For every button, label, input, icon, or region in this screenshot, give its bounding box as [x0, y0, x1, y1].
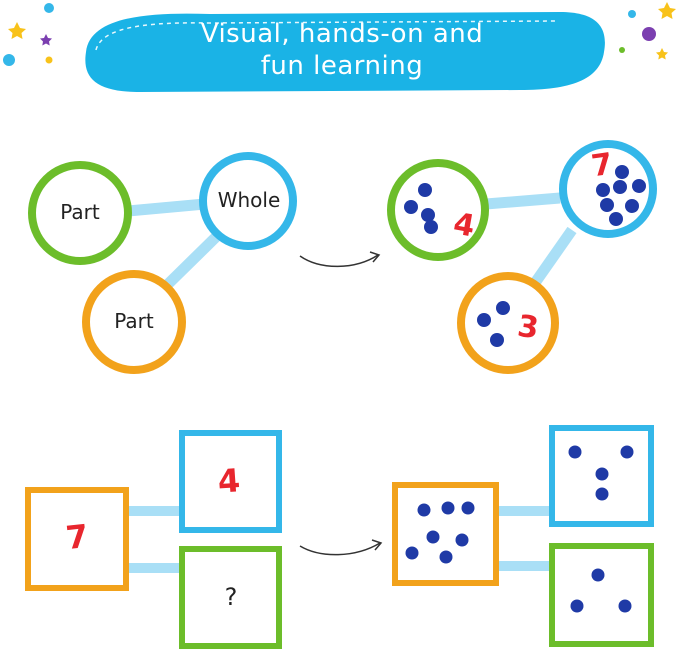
counter-icon — [591, 568, 605, 582]
whole-label: Whole — [217, 188, 281, 212]
counter-icon — [596, 183, 610, 197]
counter-icon — [421, 208, 435, 222]
counter-icon — [424, 220, 438, 234]
counter-icon — [417, 503, 431, 517]
counter-icon — [625, 199, 639, 213]
arrow-icon — [299, 542, 381, 556]
counter-icon — [609, 212, 623, 226]
star-icon — [40, 34, 52, 46]
counter-icon — [477, 313, 491, 327]
dot-icon — [628, 10, 636, 18]
banner-line-1: Visual, hands-on and — [200, 19, 484, 49]
part-label: Part — [114, 309, 154, 333]
arrow-icon — [371, 539, 383, 551]
dot-icon — [44, 3, 54, 13]
top-right-part-whole-model — [387, 140, 657, 374]
whole-number: 7 — [589, 146, 615, 185]
counter-icon — [620, 445, 634, 459]
unknown-part-mark: ? — [224, 583, 238, 611]
banner-title: Visual, hands-on and fun learning — [78, 18, 606, 82]
whole-number: 7 — [63, 516, 91, 558]
counter-icon — [439, 550, 453, 564]
part-circle — [387, 159, 489, 261]
dot-icon — [45, 56, 53, 64]
counter-icon — [405, 546, 419, 560]
whole-box — [392, 482, 499, 586]
star-icon — [8, 22, 26, 39]
counter-icon — [615, 165, 629, 179]
part-circle — [457, 272, 559, 374]
counter-icon — [404, 200, 418, 214]
counter-icon — [455, 533, 469, 547]
dot-icon — [3, 54, 15, 66]
bottom-left-part-whole-model — [25, 430, 282, 649]
counter-icon — [418, 183, 432, 197]
part-number: 3 — [515, 308, 541, 347]
arrow-icon — [299, 254, 379, 268]
counter-icon — [490, 333, 504, 347]
banner-line-2: fun learning — [260, 51, 424, 81]
arrow-icon — [369, 251, 381, 263]
dot-icon — [619, 47, 625, 53]
counter-icon — [568, 445, 582, 459]
counter-icon — [613, 180, 627, 194]
counter-icon — [441, 501, 455, 515]
confetti-decoration — [3, 2, 676, 66]
star-icon — [656, 48, 668, 60]
banner-shape — [85, 12, 605, 92]
dot-icon — [642, 27, 656, 41]
counter-icon — [595, 467, 609, 481]
bottom-right-part-whole-model — [392, 425, 654, 647]
whole-circle — [199, 152, 297, 250]
counter-icon — [600, 198, 614, 212]
counter-icon — [632, 179, 646, 193]
whole-box — [25, 487, 129, 591]
part-number: 4 — [216, 461, 242, 501]
part-box — [179, 546, 282, 649]
part-box — [549, 543, 654, 647]
counter-icon — [426, 530, 440, 544]
part-label: Part — [60, 200, 100, 224]
top-left-part-whole-model — [28, 152, 297, 374]
part-circle — [28, 161, 132, 265]
counter-icon — [570, 599, 584, 613]
part-circle — [82, 270, 186, 374]
star-icon — [658, 2, 676, 19]
counter-icon — [595, 487, 609, 501]
counter-icon — [618, 599, 632, 613]
counter-icon — [496, 301, 510, 315]
counter-icon — [461, 501, 475, 515]
part-box — [179, 430, 282, 533]
